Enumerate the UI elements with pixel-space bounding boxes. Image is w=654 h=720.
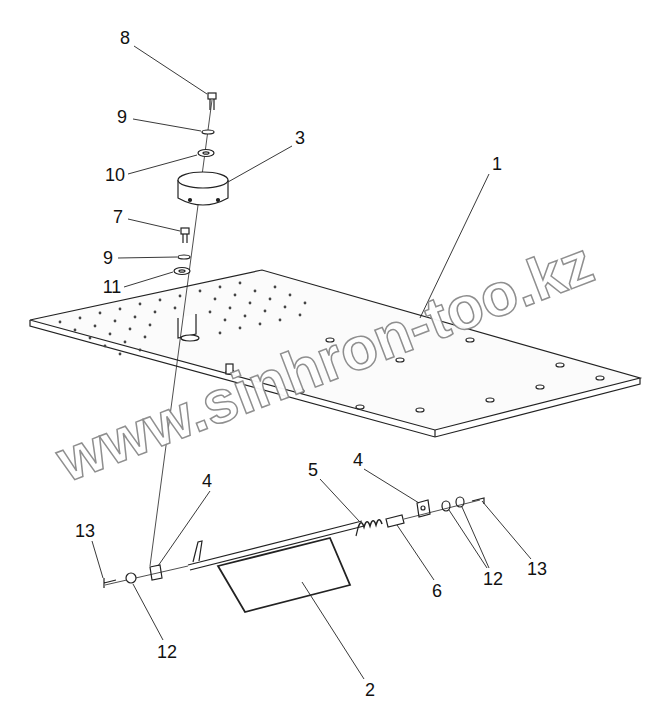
callout-number: 4: [202, 472, 212, 490]
callout-number: 12: [483, 570, 503, 588]
callout-number: 5: [308, 461, 318, 479]
callout-number: 7: [113, 208, 123, 226]
callout-number: 2: [365, 681, 375, 699]
callout-number: 13: [527, 560, 547, 578]
callout-number: 6: [432, 582, 442, 600]
callout-number: 3: [295, 129, 305, 147]
callout-number: 9: [103, 249, 113, 267]
callout-number: 13: [75, 522, 95, 540]
callout-number: 8: [120, 29, 130, 47]
callout-number: 1: [492, 155, 502, 173]
callout-number: 4: [353, 451, 363, 469]
callout-number: 11: [103, 278, 122, 296]
callout-number: 10: [105, 166, 125, 184]
callout-number: 9: [117, 108, 127, 126]
callout-number: 12: [157, 643, 177, 661]
